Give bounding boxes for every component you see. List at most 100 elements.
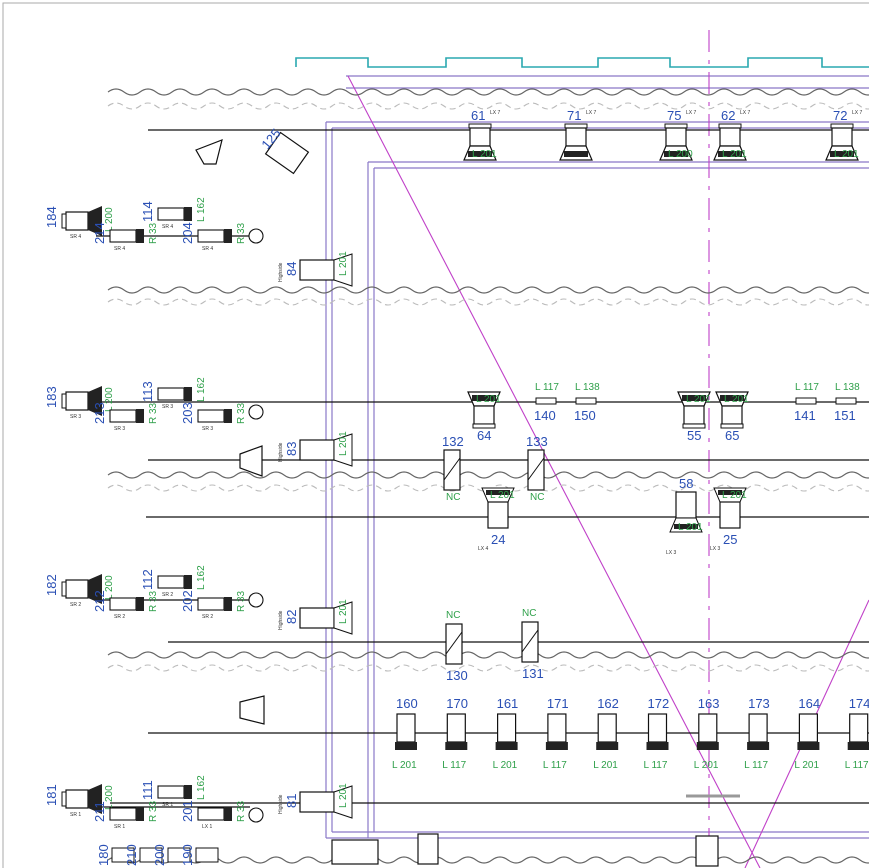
unit-number: 204: [180, 222, 195, 244]
unit-sub: SR 4: [114, 246, 125, 252]
fixture-number: 171: [547, 696, 569, 711]
unit-number: 111: [140, 780, 155, 800]
unit-sub: SR 2: [114, 614, 125, 620]
gel-label: L 117: [644, 760, 668, 771]
unit-sub: SR 2: [162, 592, 173, 598]
unit-number: 112: [140, 569, 155, 590]
unit-number: 202: [180, 590, 195, 612]
lx-label: LX 7: [686, 110, 697, 116]
fixture-number: 55: [687, 428, 701, 443]
gel-label: L 201: [476, 394, 501, 405]
boom-gel: L 200: [104, 387, 115, 412]
fixture-number: 174: [849, 696, 869, 711]
boom-sub: SR 3: [70, 414, 81, 420]
unit-sub: SR 4: [162, 224, 173, 230]
gel-label: L 201: [392, 760, 417, 771]
gel-label: L 201: [694, 760, 719, 771]
highside-label: Highside: [278, 794, 284, 814]
gobo-number: 130: [446, 668, 468, 683]
unit-sub: SR 1: [114, 824, 125, 830]
lx-label: LX 7: [490, 110, 501, 116]
gel-label: L 201: [722, 490, 747, 501]
unit-sub: SR 1: [162, 802, 173, 808]
gobo-number: 133: [526, 434, 548, 449]
strip-number: 150: [574, 408, 596, 423]
highside-gel: L 201: [338, 251, 349, 276]
highside-number: 81: [284, 794, 299, 808]
unit-gel: R 33: [236, 222, 247, 244]
gel-label: L 117: [845, 760, 869, 771]
fixture-number: 161: [497, 696, 519, 711]
strip-gel: L 117: [795, 382, 819, 393]
unit-number: 113: [140, 381, 155, 402]
floor-unit-number: 210: [124, 844, 139, 866]
unit-number: 212: [92, 590, 107, 612]
boom-sub: SR 4: [70, 234, 81, 240]
unit-gel: R 33: [148, 222, 159, 244]
highside-number: 82: [284, 610, 299, 624]
fixture-number: 61: [471, 108, 485, 123]
border-wave: [107, 856, 869, 864]
fixture-number: 173: [748, 696, 770, 711]
proscenium-line: [295, 57, 869, 68]
lower-unit: [417, 833, 439, 865]
fixture-number: 25: [723, 532, 737, 547]
gel-label: L 201: [472, 149, 497, 160]
unit-number: 203: [180, 402, 195, 424]
lx-label: LX 4: [478, 546, 489, 552]
gel-label: L 201: [834, 149, 859, 160]
strip-150: L 138 150: [574, 382, 600, 423]
border-wave: [107, 471, 869, 479]
gobo-unit-131: NC 131: [521, 608, 544, 681]
highside-gel: L 201: [338, 431, 349, 456]
unit-gel: R 33: [236, 590, 247, 612]
fixture-61: 61 L 201 LX 7: [463, 108, 501, 161]
fixture-number: 71: [567, 108, 581, 123]
border-wave: [107, 664, 869, 672]
boom-sub: SR 2: [70, 602, 81, 608]
gel-label: L 117: [744, 760, 768, 771]
floor-unit-210: 210: [124, 844, 163, 866]
strip-gel: L 138: [575, 382, 600, 393]
fixture-174: 174 L 117: [845, 696, 869, 771]
unit-gel: L 162: [196, 565, 207, 590]
highside-label: Highside: [278, 442, 284, 462]
fixture-number: 164: [798, 696, 820, 711]
gobo-gel: NC: [530, 492, 544, 503]
unit-gel: R 33: [148, 402, 159, 424]
border-wave: [107, 102, 869, 110]
gel-label: L 201: [686, 394, 711, 405]
gobo-number: 131: [522, 666, 544, 681]
border-wave: [107, 286, 869, 294]
floor-unit-number: 190: [180, 844, 195, 866]
gobo-gel: NC: [522, 608, 536, 619]
fixture-number: 58: [679, 476, 693, 491]
gel-label: L 201: [493, 760, 518, 771]
unit-number: 114: [140, 201, 155, 222]
highside-label: Highside: [278, 610, 284, 630]
boom-ends: [248, 228, 264, 823]
